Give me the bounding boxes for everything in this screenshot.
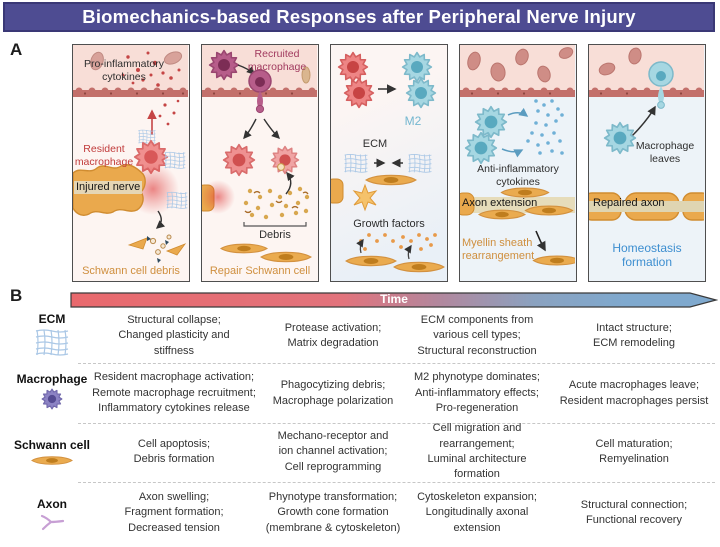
- injured-nerve-label: Injured nerve: [74, 181, 143, 195]
- cell-axon-phase3: Cytoskeleton expansion; Longitudinally a…: [417, 490, 537, 534]
- schwann-cell-icon: [31, 454, 73, 467]
- myelin-sheath-rearrangement-label: Myellin sheath rearrangement: [462, 237, 535, 263]
- polarization-illustration: [331, 51, 445, 273]
- repaired-axon-label: Repaired axon: [593, 197, 665, 209]
- schwann-cell-debris-label: Schwann cell debris: [82, 264, 180, 277]
- macrophage-leaves-label: Macrophage leaves: [635, 140, 695, 165]
- cell-schwann-phase1: Cell apoptosis; Debris formation: [133, 437, 215, 465]
- section-b-label: B: [10, 286, 23, 305]
- cell-macrophage-phase2: Phagocytizing debris; Macrophage polariz…: [272, 379, 394, 407]
- row-head-schwann-cell: Schwann cell: [4, 438, 100, 467]
- macrophage-row-label: Macrophage: [16, 372, 88, 386]
- stage-panel-injury: Pro-inflammatory cytokines Resident macr…: [72, 44, 190, 282]
- cell-schwann-phase4: Cell maturation; Remyelination: [595, 437, 673, 465]
- homeostasis-illustration: [589, 45, 704, 221]
- row-head-axon: Axon: [4, 497, 100, 531]
- m2-label: M2: [404, 114, 422, 128]
- ecm-label: ECM: [362, 138, 388, 150]
- row-divider: [78, 363, 715, 364]
- debris-label: Debris: [259, 229, 291, 241]
- anti-inflammatory-cytokines-label: Anti-inflammatory cytokines: [477, 163, 559, 188]
- antiinflammatory-illustration: [460, 45, 575, 266]
- cell-ecm-phase3: ECM components from various cell types; …: [417, 313, 537, 357]
- stage-panel-polarization: M2 ECM Growth factors: [330, 44, 448, 282]
- time-arrow-label: Time: [380, 292, 408, 306]
- cell-axon-phase4: Structural connection; Functional recove…: [580, 498, 688, 526]
- axon-icon: [40, 514, 65, 531]
- row-divider: [78, 423, 715, 424]
- recruitment-illustration: [202, 45, 317, 263]
- stage-panel-recruitment: Recruited macrophage Debris Repair Schwa…: [201, 44, 319, 282]
- ecm-mesh-icon: [33, 328, 71, 356]
- growth-factors-label: Growth factors: [353, 218, 425, 230]
- stage-panel-antiinflammatory: Anti-inflammatory cytokines Axon extensi…: [459, 44, 577, 282]
- cell-ecm-phase4: Intact structure; ECM remodeling: [593, 321, 675, 349]
- figure-title: Biomechanics-based Responses after Perip…: [82, 6, 636, 27]
- axon-extension-label: Axon extension: [462, 197, 538, 209]
- cell-axon-phase1: Axon swelling; Fragment formation; Decre…: [124, 490, 224, 534]
- time-arrow: [70, 292, 718, 308]
- axon-row-label: Axon: [37, 497, 67, 511]
- pro-inflammatory-cytokines-label: Pro-inflammatory cytokines: [84, 58, 164, 83]
- cell-macrophage-phase4: Acute macrophages leave; Resident macrop…: [559, 379, 709, 407]
- homeostasis-formation-label: Homeostasis formation: [612, 241, 682, 270]
- section-a-label: A: [10, 40, 23, 59]
- repair-schwann-cell-label: Repair Schwann cell: [209, 264, 311, 277]
- cell-schwann-phase3: Cell migration and rearrangement; Lumina…: [427, 422, 527, 481]
- stage-panel-homeostasis: Macrophage leaves Repaired axon Homeosta…: [588, 44, 706, 282]
- row-head-ecm: ECM: [4, 312, 100, 356]
- schwann-cell-row-label: Schwann cell: [13, 438, 91, 452]
- cell-macrophage-phase1: Resident macrophage activation; Remote m…: [92, 371, 256, 415]
- cell-axon-phase2: Phynotype transformation; Growth cone fo…: [265, 490, 401, 534]
- resident-macrophage-label: Resident macrophage: [74, 143, 134, 168]
- cell-macrophage-phase3: M2 phynotype dominates; Anti-inflammator…: [414, 371, 540, 415]
- figure-title-bar: Biomechanics-based Responses after Perip…: [3, 2, 715, 32]
- cell-ecm-phase2: Protease activation; Matrix degradation: [284, 321, 382, 349]
- macrophage-icon: [41, 388, 63, 410]
- ecm-row-label: ECM: [38, 312, 66, 326]
- row-divider: [78, 482, 715, 483]
- cell-ecm-phase1: Structural collapse; Changed plasticity …: [118, 313, 230, 357]
- recruited-macrophage-label: Recruited macrophage: [247, 48, 307, 73]
- row-head-macrophage: Macrophage: [4, 372, 100, 410]
- cell-schwann-phase2: Mechano-receptor and ion channel activat…: [277, 429, 389, 473]
